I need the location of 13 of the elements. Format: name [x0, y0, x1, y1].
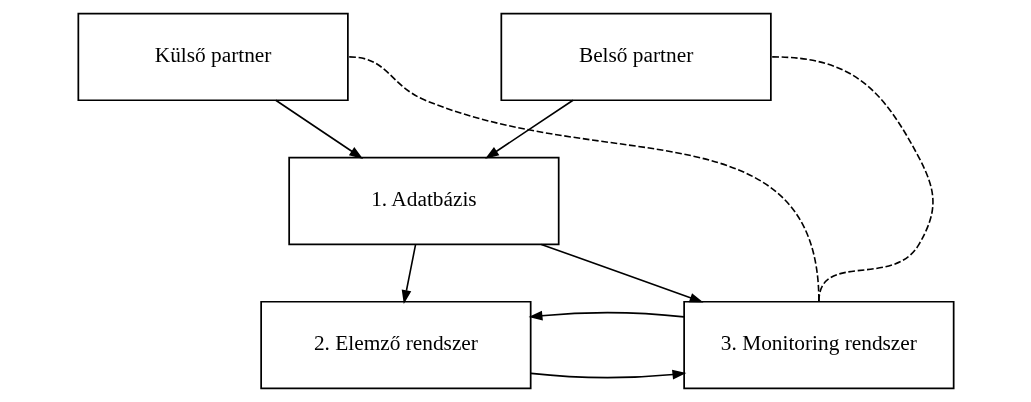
node-box: 3. Monitoring rendszer — [682, 300, 955, 390]
node-box: 1. Adatbázis — [287, 156, 560, 246]
arrow — [528, 310, 685, 321]
node-box: 2. Elemző rendszer — [259, 300, 532, 390]
connector — [770, 56, 934, 303]
arrow — [484, 99, 574, 159]
arrow — [274, 99, 363, 159]
connector — [347, 56, 820, 303]
node-box: Belső partner — [499, 12, 772, 102]
arrow — [540, 243, 703, 303]
arrow — [401, 243, 416, 304]
node-box: Külső partner — [76, 12, 349, 102]
arrow — [529, 369, 686, 380]
